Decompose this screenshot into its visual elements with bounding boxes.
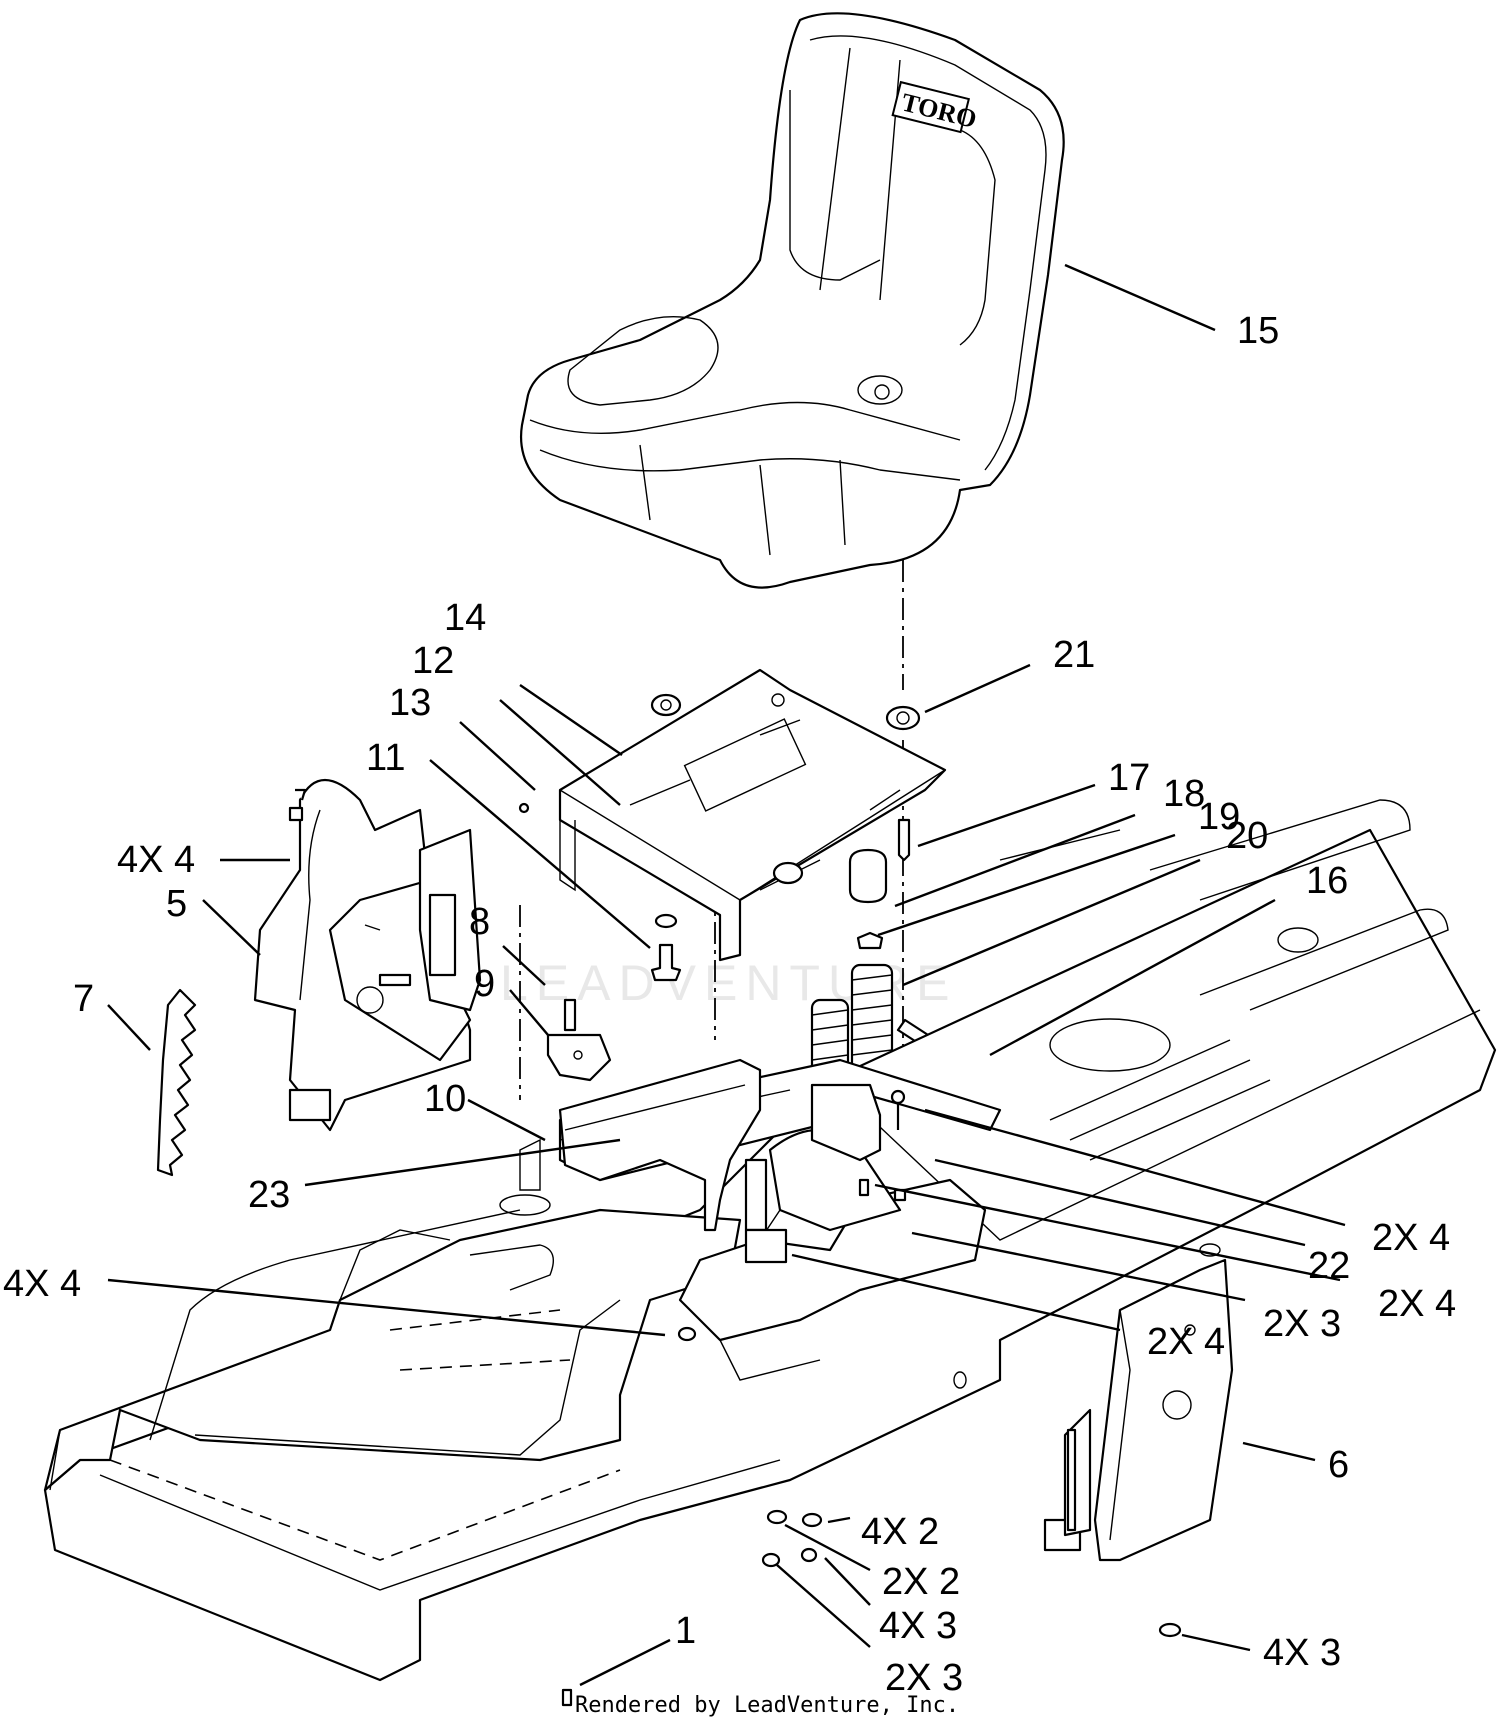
callout-5: 5 xyxy=(166,883,187,925)
callout-4x4-top: 4X 4 xyxy=(117,839,195,881)
callout-2x3-b: 2X 3 xyxy=(885,1657,963,1699)
callout-2x2: 2X 2 xyxy=(882,1561,960,1603)
callout-17: 17 xyxy=(1108,757,1150,799)
callout-22: 22 xyxy=(1308,1245,1350,1287)
callout-14: 14 xyxy=(444,597,486,639)
control-bracket xyxy=(558,1058,907,1264)
hardware-11-12-13 xyxy=(518,802,682,982)
bottom-hardware xyxy=(561,1326,823,1707)
callout-4x2: 4X 2 xyxy=(861,1511,939,1553)
right-bracket xyxy=(1043,1258,1234,1638)
callout-2x3-a: 2X 3 xyxy=(1263,1303,1341,1345)
callout-13: 13 xyxy=(389,682,431,724)
callout-11: 11 xyxy=(366,737,405,779)
callout-1: 1 xyxy=(675,1610,696,1652)
leader-lines xyxy=(107,263,1346,1687)
callout-23: 23 xyxy=(248,1174,290,1216)
callout-7: 7 xyxy=(73,978,94,1020)
callout-15: 15 xyxy=(1237,310,1279,352)
left-bracket xyxy=(253,778,482,1132)
serrated-strip xyxy=(156,988,197,1177)
callout-6: 6 xyxy=(1328,1444,1349,1486)
callout-9: 9 xyxy=(474,963,495,1005)
callout-8: 8 xyxy=(469,901,490,943)
callout-10: 10 xyxy=(424,1078,466,1120)
callout-2x4-b: 2X 4 xyxy=(1378,1283,1456,1325)
seat: TORO xyxy=(520,12,1065,589)
callout-4x3-a: 4X 3 xyxy=(879,1605,957,1647)
callout-19: 19 xyxy=(1198,796,1240,838)
callout-4x3-b: 4X 3 xyxy=(1263,1632,1341,1674)
callout-2x4-c: 2X 4 xyxy=(1147,1321,1225,1363)
hardware-8-9 xyxy=(546,998,612,1082)
callout-20: 20 xyxy=(1226,815,1268,857)
callout-21: 21 xyxy=(1053,634,1095,676)
callout-12: 12 xyxy=(412,640,454,682)
callout-2x4-a: 2X 4 xyxy=(1372,1217,1450,1259)
callout-4x4-left: 4X 4 xyxy=(3,1263,81,1305)
seat-plate xyxy=(558,668,947,962)
callout-labels: 15 14 12 13 11 21 17 18 19 20 16 4X 4 5 … xyxy=(3,310,1456,1699)
callout-16: 16 xyxy=(1306,860,1348,902)
callout-18: 18 xyxy=(1163,773,1205,815)
footer-credit: Rendered by LeadVenture, Inc. xyxy=(575,1693,959,1718)
